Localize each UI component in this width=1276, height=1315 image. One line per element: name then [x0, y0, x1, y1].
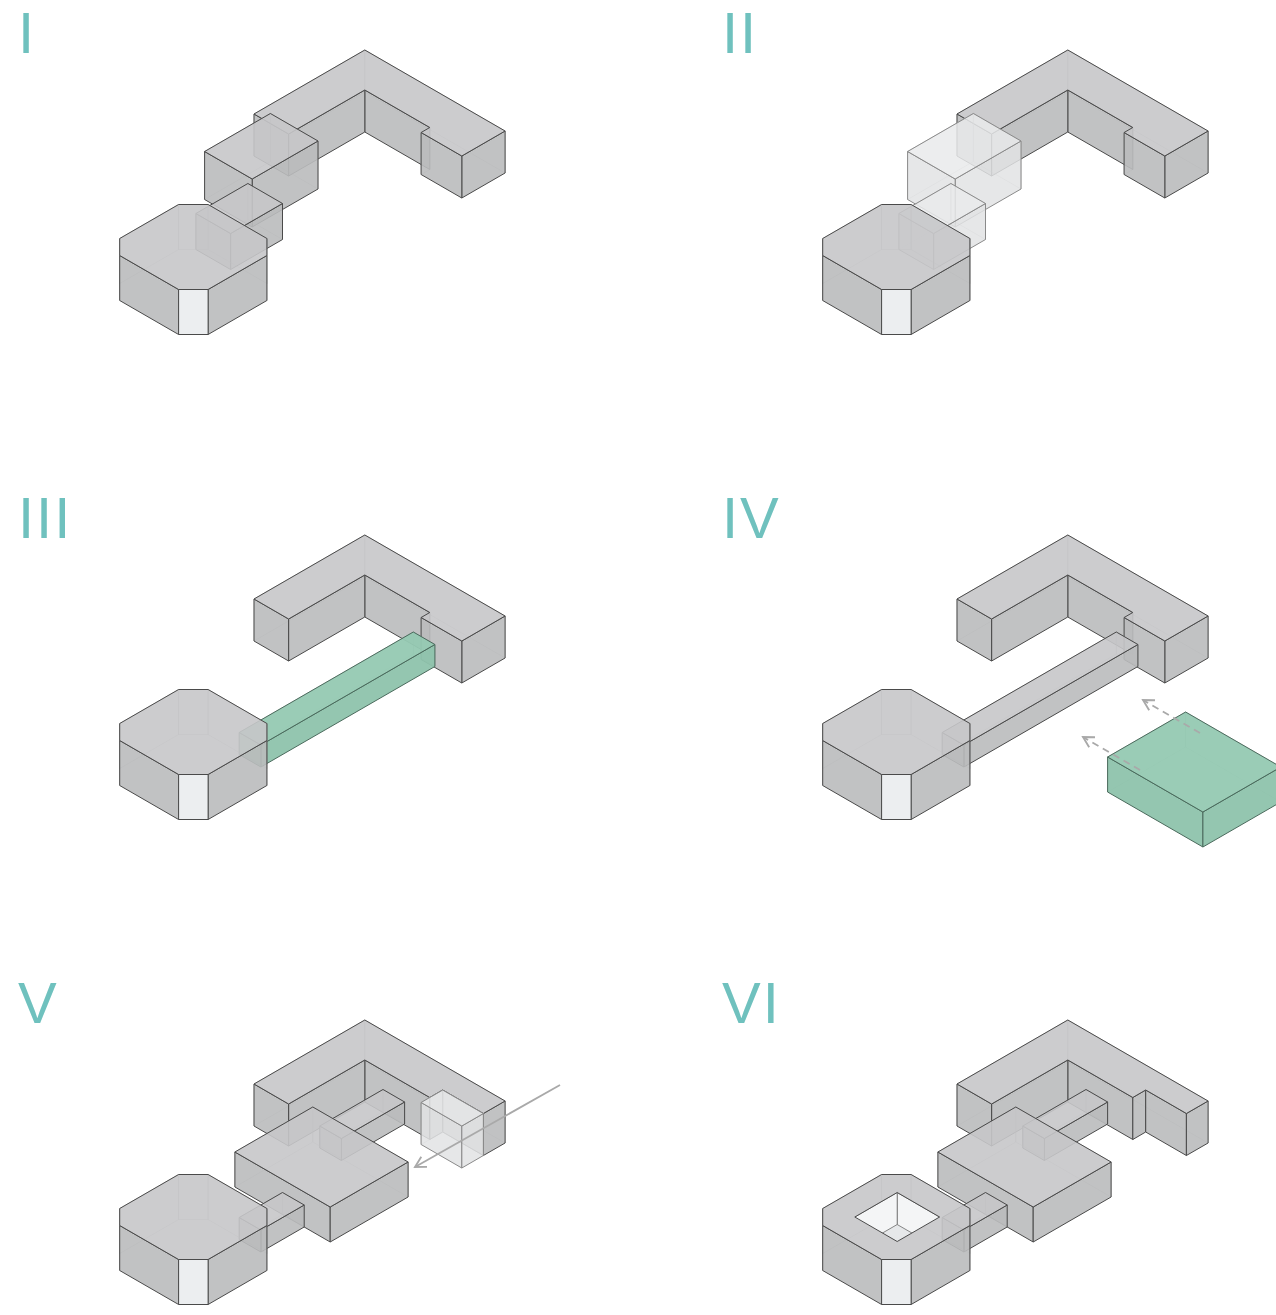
- panel-number: III: [18, 489, 72, 547]
- side-face: [1133, 1090, 1146, 1140]
- removed-volume: [421, 1090, 483, 1168]
- top-face: [120, 205, 267, 290]
- octagonal-volume: [823, 690, 970, 820]
- top-face: [957, 535, 1208, 641]
- new-corridor: [239, 632, 435, 767]
- massing-panel: [823, 50, 1208, 335]
- corridor: [942, 632, 1138, 767]
- massing-panel: [120, 1020, 505, 1305]
- courtyard-rim: [855, 1193, 940, 1242]
- panel-number: IV: [722, 489, 781, 547]
- top-face: [938, 1107, 1111, 1207]
- courtyard-walls: [855, 1193, 940, 1250]
- top-face: [254, 535, 505, 641]
- top-face: [1108, 712, 1276, 812]
- side-face: [882, 775, 912, 820]
- side-face: [179, 290, 209, 335]
- panel-number: V: [18, 974, 59, 1032]
- top-face: [823, 1175, 970, 1260]
- top-face: [823, 690, 970, 775]
- top-face: [239, 632, 435, 745]
- massing-panel: [823, 535, 1276, 847]
- top-face: [120, 690, 267, 775]
- panel-number: I: [18, 4, 36, 62]
- move-arrow: [1143, 700, 1200, 733]
- side-face: [882, 1260, 912, 1305]
- top-face: [908, 114, 1021, 180]
- side-face: [882, 290, 912, 335]
- panel-number: VI: [722, 974, 781, 1032]
- massing-panel: [823, 1020, 1208, 1305]
- octagonal-volume: [823, 1175, 970, 1305]
- top-face: [421, 1090, 483, 1126]
- side-face: [179, 1260, 209, 1305]
- top-face: [235, 1107, 408, 1207]
- octagonal-volume: [823, 205, 970, 335]
- top-face: [942, 632, 1138, 745]
- side-face: [179, 775, 209, 820]
- octagonal-volume: [120, 205, 267, 335]
- top-face: [120, 1175, 267, 1260]
- octagonal-volume: [120, 1175, 267, 1305]
- panel-number: II: [722, 4, 758, 62]
- new-volume: [1108, 712, 1276, 847]
- massing-panel: [120, 50, 505, 335]
- massing-panel: [120, 535, 505, 820]
- top-face: [823, 205, 970, 290]
- top-face: [205, 114, 318, 180]
- remove-arrow: [415, 1085, 560, 1167]
- octagonal-volume: [120, 690, 267, 820]
- move-arrow: [1083, 737, 1140, 770]
